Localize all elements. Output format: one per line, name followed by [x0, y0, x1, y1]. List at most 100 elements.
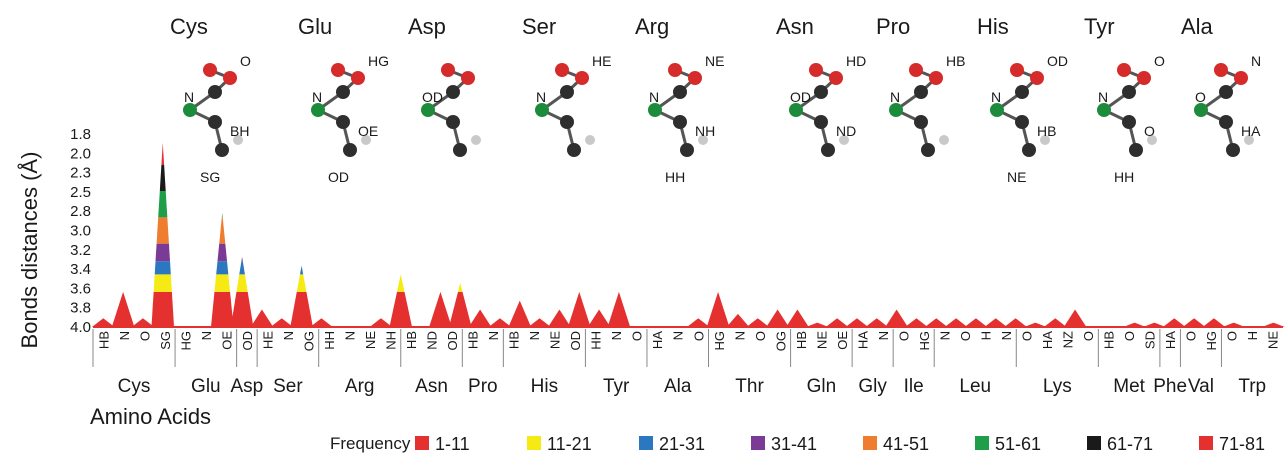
atom — [208, 85, 222, 99]
atom-tick-label: HG — [917, 331, 932, 351]
atom — [688, 71, 702, 85]
atom-tick-label: HA — [1163, 331, 1178, 349]
atom — [829, 71, 843, 85]
atom — [555, 63, 569, 77]
atom — [1234, 71, 1248, 85]
peak — [468, 309, 492, 327]
atom — [1030, 71, 1044, 85]
atom-tick-label: NZ — [1061, 331, 1076, 348]
peak-band — [587, 309, 611, 327]
peak — [1024, 322, 1047, 327]
atom-tick-label: O — [691, 331, 706, 341]
atom — [441, 63, 455, 77]
peak-band — [1262, 322, 1285, 327]
atom — [889, 103, 903, 117]
peak-band — [230, 261, 254, 275]
peak — [1123, 322, 1146, 327]
legend-swatch — [527, 436, 541, 450]
y-tick-label: 4.0 — [70, 319, 91, 336]
molecule-name: Tyr — [1084, 14, 1115, 39]
peak-band — [508, 300, 532, 327]
peak — [567, 291, 591, 327]
atom-label: O — [1144, 123, 1155, 139]
group-label: Arg — [345, 376, 375, 397]
atom — [1214, 63, 1228, 77]
atom — [1137, 71, 1151, 85]
atom-label: OE — [358, 123, 378, 139]
peak — [1063, 309, 1087, 327]
atom — [921, 143, 935, 157]
peak-band — [290, 274, 313, 292]
atom-tick-label: N — [117, 331, 132, 340]
atom — [1219, 115, 1233, 129]
peak-band — [1222, 322, 1246, 327]
peak — [825, 318, 849, 327]
peak-band — [1024, 322, 1047, 327]
peak-band — [210, 217, 234, 244]
atom — [648, 103, 662, 117]
group-label: Trp — [1238, 376, 1266, 397]
atom-label: HG — [368, 53, 389, 69]
atom — [1122, 85, 1136, 99]
atom-label: NH — [695, 123, 715, 139]
peak-band — [210, 261, 234, 275]
atom — [331, 63, 345, 77]
atom — [668, 63, 682, 77]
group-label: Gln — [807, 376, 837, 397]
atom-label: HB — [1037, 123, 1056, 139]
atom — [929, 71, 943, 85]
molecule-name: Glu — [298, 14, 332, 39]
peak-band — [1123, 322, 1146, 327]
atom-tick-label: NE — [548, 331, 563, 349]
peak-band — [151, 217, 175, 244]
group-label: Ile — [904, 376, 924, 397]
atom-label: O — [1154, 53, 1165, 69]
atom — [839, 135, 849, 145]
peak-band — [369, 318, 393, 327]
atom — [914, 115, 928, 129]
molecule-name: His — [977, 14, 1009, 39]
peak-band — [210, 212, 234, 218]
peak-band — [131, 318, 155, 327]
atom — [311, 103, 325, 117]
peak-band — [905, 318, 928, 327]
atom-tick-label: NE — [1266, 331, 1281, 349]
peak — [1143, 322, 1166, 327]
molecule-name: Ser — [522, 14, 556, 39]
atom-tick-label: NE — [814, 331, 829, 349]
atom — [208, 115, 222, 129]
atom-tick-label: NE — [363, 331, 378, 349]
group-label: Met — [1113, 376, 1145, 397]
atom-label: BH — [230, 123, 249, 139]
atom — [223, 71, 237, 85]
atom — [1097, 103, 1111, 117]
peak — [746, 318, 770, 327]
peak-band — [885, 309, 908, 327]
atom-tick-label: HB — [507, 331, 522, 349]
y-tick-label: 2.8 — [70, 203, 91, 220]
atom-tick-label: ND — [425, 331, 440, 350]
group-label: Asp — [231, 376, 264, 397]
peak — [1202, 318, 1226, 327]
peak — [1043, 318, 1067, 327]
legend-label: 31-41 — [771, 434, 817, 454]
atom — [821, 143, 835, 157]
group-label: Val — [1188, 376, 1214, 397]
atom-label: HA — [1241, 123, 1261, 139]
atom — [461, 71, 475, 85]
group-label: Leu — [959, 376, 991, 397]
atom-tick-label: HG — [712, 331, 727, 351]
atom-label: NE — [1007, 169, 1026, 185]
atom — [1015, 85, 1029, 99]
atom — [1194, 103, 1208, 117]
atom-label: O — [240, 53, 251, 69]
legend-title: Frequency — [330, 434, 411, 453]
atom-tick-label: O — [1184, 331, 1199, 341]
legend-swatch — [639, 436, 653, 450]
peak — [290, 265, 313, 327]
atom-tick-label: N — [937, 331, 952, 340]
